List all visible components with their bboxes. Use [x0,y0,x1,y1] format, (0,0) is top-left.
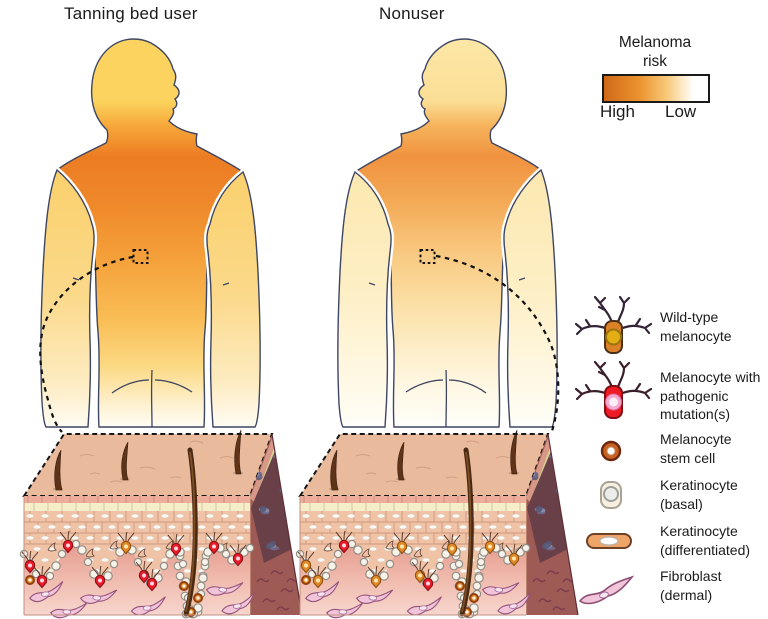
melanocyte-mutant [91,565,109,589]
skin-section-nonuser [295,429,579,619]
melanocyte-mutant [143,568,161,592]
melanocyte-mutant [205,531,223,555]
gluteal-crease-lines [405,369,487,428]
biopsy-annotations [39,249,560,433]
risk-legend-title: Melanoma risk [618,34,692,70]
risk-gradient-bar [602,74,710,103]
body-nonuser [334,38,561,430]
bodies-layer [37,38,561,430]
legend-label-keratinocyte-basal: Keratinocyte(basal) [660,477,738,512]
mutant-melanocyte-icon [574,360,653,419]
melanocyte-mutant [167,533,185,557]
gluteal-crease-lines [111,369,193,428]
melanocyte-mutant [59,530,77,554]
biopsy-site-square-user [132,249,149,264]
fibroblast-dermal-icon [578,575,634,605]
melanocyte-wildtype [481,531,499,555]
melanocyte-wildtype [309,565,327,589]
keratinocyte-differentiated-icon [586,533,632,549]
melanocyte-wildtype [443,533,461,557]
skin-blocks-layer [19,429,579,619]
melanocyte-wildtype [505,543,523,567]
zoom-callout-curve-right [435,254,560,432]
melanocyte-wildtype [297,550,315,574]
melanocyte-mutant [229,543,247,567]
melanocyte-wildtype [393,531,411,555]
skin-section-tanning-bed-user [19,429,303,619]
melanocyte-mutant [419,568,437,592]
melanocyte-mutant [33,565,51,589]
legend-label-fibroblast-dermal: Fibroblast(dermal) [660,568,722,603]
melanocyte-wildtype [367,565,385,589]
risk-low-label: Low [665,102,697,121]
legend-label-keratinocyte-differentiated: Keratinocyte(differentiated) [660,523,751,558]
title-nonuser: Nonuser [379,4,445,23]
biopsy-site-square-nonuser [419,249,436,264]
melanocyte-wildtype [117,531,135,555]
melanocyte-mutant [335,530,353,554]
zoom-callout-curve-left [39,255,134,433]
title-tanning-bed-user: Tanning bed user [64,4,198,23]
keratinocyte-basal-icon [600,481,622,509]
body-tanning-bed-user [37,38,264,430]
melanocyte-mutant [21,550,39,574]
melanocyte-stem-cell-icon [600,440,622,462]
wildtype-melanocyte-icon [574,295,653,354]
risk-high-label: High [600,102,635,121]
